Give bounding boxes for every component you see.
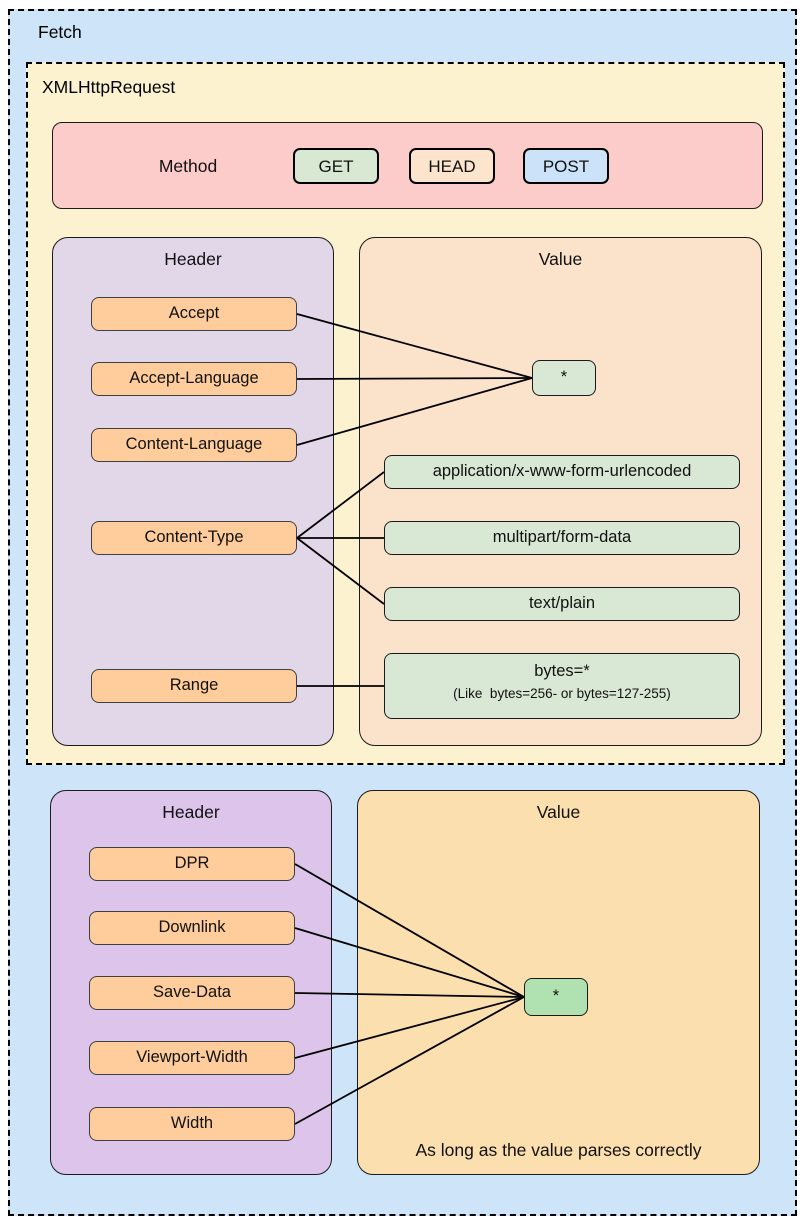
xhr-value-panel: Value * application/x-www-form-urlencode…	[359, 237, 762, 746]
fetch-value-star: *	[524, 978, 588, 1016]
fetch-scope-box: Fetch XMLHttpRequest Method GET HEAD POS…	[8, 9, 797, 1216]
xhr-value-star: *	[532, 360, 596, 396]
xhr-value-panel-title: Value	[538, 249, 583, 269]
range-value-main: bytes=*	[534, 662, 590, 680]
fetch-value-panel-title: Value	[536, 802, 581, 822]
method-label: Method	[158, 156, 218, 176]
fetch-value-note: As long as the value parses correctly	[415, 1140, 702, 1160]
fetch-header-downlink: Downlink	[89, 911, 295, 945]
xhr-header-accept-language: Accept-Language	[91, 362, 297, 396]
fetch-header-viewport-width: Viewport-Width	[89, 1041, 295, 1075]
method-option-head: HEAD	[409, 148, 495, 184]
fetch-header-panel: Header DPR Downlink Save-Data Viewport-W…	[50, 790, 332, 1175]
xhr-header-content-language: Content-Language	[91, 428, 297, 462]
xmlhttprequest-scope-box: XMLHttpRequest Method GET HEAD POST Head…	[26, 62, 785, 765]
xhr-header-panel-title: Header	[164, 249, 222, 269]
fetch-label: Fetch	[38, 22, 82, 42]
xhr-value-urlencoded: application/x-www-form-urlencoded	[384, 455, 740, 489]
xhr-header-panel: Header Accept Accept-Language Content-La…	[52, 237, 334, 746]
xhr-value-textplain: text/plain	[384, 587, 740, 621]
xmlhttprequest-label: XMLHttpRequest	[42, 77, 176, 97]
xhr-header-content-type: Content-Type	[91, 521, 297, 555]
method-option-get: GET	[293, 148, 379, 184]
fetch-header-save-data: Save-Data	[89, 976, 295, 1010]
fetch-header-width: Width	[89, 1107, 295, 1141]
xhr-value-bytes: bytes=* (Like bytes=256- or bytes=127-25…	[384, 653, 740, 719]
xhr-header-accept: Accept	[91, 297, 297, 331]
method-option-post: POST	[523, 148, 609, 184]
method-box: Method GET HEAD POST	[52, 122, 763, 209]
fetch-header-dpr: DPR	[89, 847, 295, 881]
range-value-example: (Like bytes=256- or bytes=127-255)	[453, 686, 671, 701]
fetch-value-panel: Value * As long as the value parses corr…	[357, 790, 760, 1175]
fetch-header-panel-title: Header	[162, 802, 220, 822]
xhr-value-multipart: multipart/form-data	[384, 521, 740, 555]
xhr-header-range: Range	[91, 669, 297, 703]
